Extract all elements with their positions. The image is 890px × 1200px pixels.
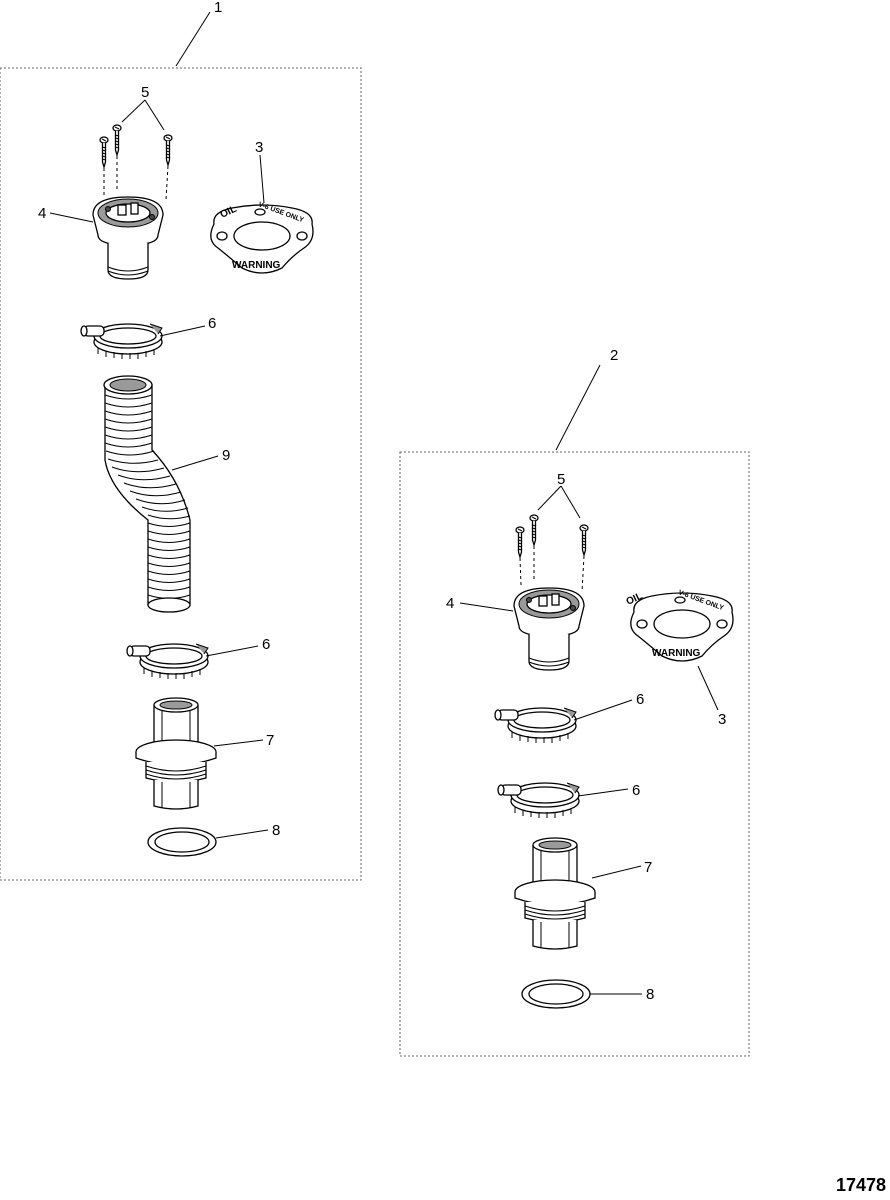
hose-clamp-part (494, 707, 577, 744)
hose-clamp-part (497, 782, 580, 819)
deck-fill-part (92, 196, 164, 280)
screws-callout: 5 (141, 84, 149, 101)
thru-hull-fitting-part (135, 697, 217, 810)
assembly-2: 2 5 4 OIL V-6 USE ONLY WARNING 3 6 (399, 347, 750, 1057)
hose-callout: 9 (222, 447, 230, 464)
assembly-1: 1 5 4 OIL V-6 USE ONLY WARNING 3 6 (0, 0, 362, 881)
warning-plate-part: OIL V-6 USE ONLY WARNING (625, 589, 734, 662)
screw-part (515, 514, 589, 593)
assembly-2-number: 2 (610, 347, 618, 364)
clamp-top-callout: 6 (208, 315, 216, 332)
screw-part (99, 124, 173, 201)
clamp-bottom-callout: 6 (262, 636, 270, 653)
fitting-callout: 7 (266, 732, 274, 749)
gasket-part (521, 979, 591, 1009)
assembly-1-boundary (0, 67, 362, 881)
figure-id: 17478 (835, 1175, 886, 1195)
hose-part (103, 375, 191, 613)
deck-fill-part (513, 587, 585, 671)
svg-text:WARNING: WARNING (232, 260, 281, 271)
svg-text:WARNING: WARNING (652, 648, 701, 659)
assembly-2-boundary (399, 451, 750, 1057)
gasket-callout: 8 (646, 986, 654, 1003)
hose-clamp-part (80, 323, 163, 360)
plate-callout: 3 (255, 139, 263, 156)
screws-callout: 5 (557, 471, 565, 488)
warning-plate-part: OIL V-6 USE ONLY WARNING (210, 201, 314, 274)
thru-hull-fitting-part (514, 837, 596, 950)
gasket-callout: 8 (272, 822, 280, 839)
fitting-callout: 7 (644, 859, 652, 876)
deck-fill-callout: 4 (446, 595, 454, 612)
hose-clamp-part (126, 643, 209, 680)
plate-callout: 3 (718, 711, 726, 728)
assembly-1-number: 1 (214, 0, 222, 16)
clamp-top-callout: 6 (636, 691, 644, 708)
gasket-part (147, 827, 217, 857)
deck-fill-callout: 4 (38, 205, 46, 222)
clamp-bottom-callout: 6 (632, 782, 640, 799)
